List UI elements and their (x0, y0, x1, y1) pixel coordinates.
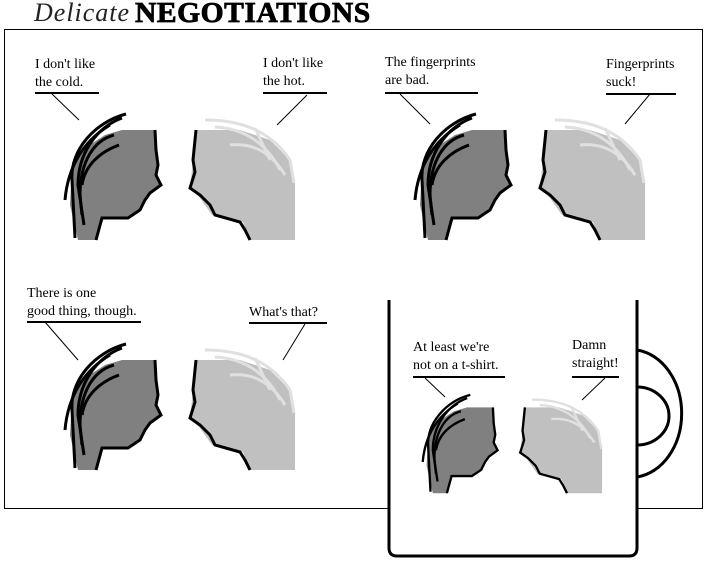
speech-line: Fingerprints (606, 57, 675, 72)
heads-panel-2 (413, 112, 647, 242)
title-script: Delicate (34, 0, 131, 27)
speech-line: straight! (572, 356, 619, 371)
speech-line: the hot. (263, 74, 305, 89)
speech-panel-1-right: I don't like the hot. (263, 55, 323, 91)
speech-line: I don't like (35, 57, 96, 72)
speech-line: not on a t-shirt. (413, 358, 499, 373)
heads-panel-3 (63, 342, 297, 472)
speech-line: Damn (572, 338, 607, 353)
title-main: NEGOTIATIONS (135, 0, 371, 29)
speech-panel-4-right: Damn straight! (572, 337, 619, 373)
speech-panel-3-right: What's that? (249, 304, 318, 322)
speech-panel-3-left: There is one good thing, though. (27, 285, 137, 321)
speech-line: At least we're (413, 340, 490, 355)
heads-panel-1 (63, 112, 297, 242)
speech-line: The fingerprints (385, 55, 476, 70)
speech-line: I don't like (263, 56, 324, 71)
speech-line: good thing, though. (27, 304, 137, 319)
speech-line: There is one (27, 286, 97, 301)
speech-panel-2-right: Fingerprints suck! (606, 56, 674, 92)
comic-frame (4, 29, 703, 509)
speech-line: suck! (606, 75, 637, 90)
speech-pointers (27, 92, 676, 401)
speech-line: the cold. (35, 75, 84, 90)
speech-panel-2-left: The fingerprints are bad. (385, 54, 476, 90)
speech-panel-1-left: I don't like the cold. (35, 56, 95, 92)
speech-line: are bad. (385, 73, 430, 88)
speech-panel-4-left: At least we're not on a t-shirt. (413, 339, 499, 375)
speech-line: What's that? (249, 305, 318, 320)
